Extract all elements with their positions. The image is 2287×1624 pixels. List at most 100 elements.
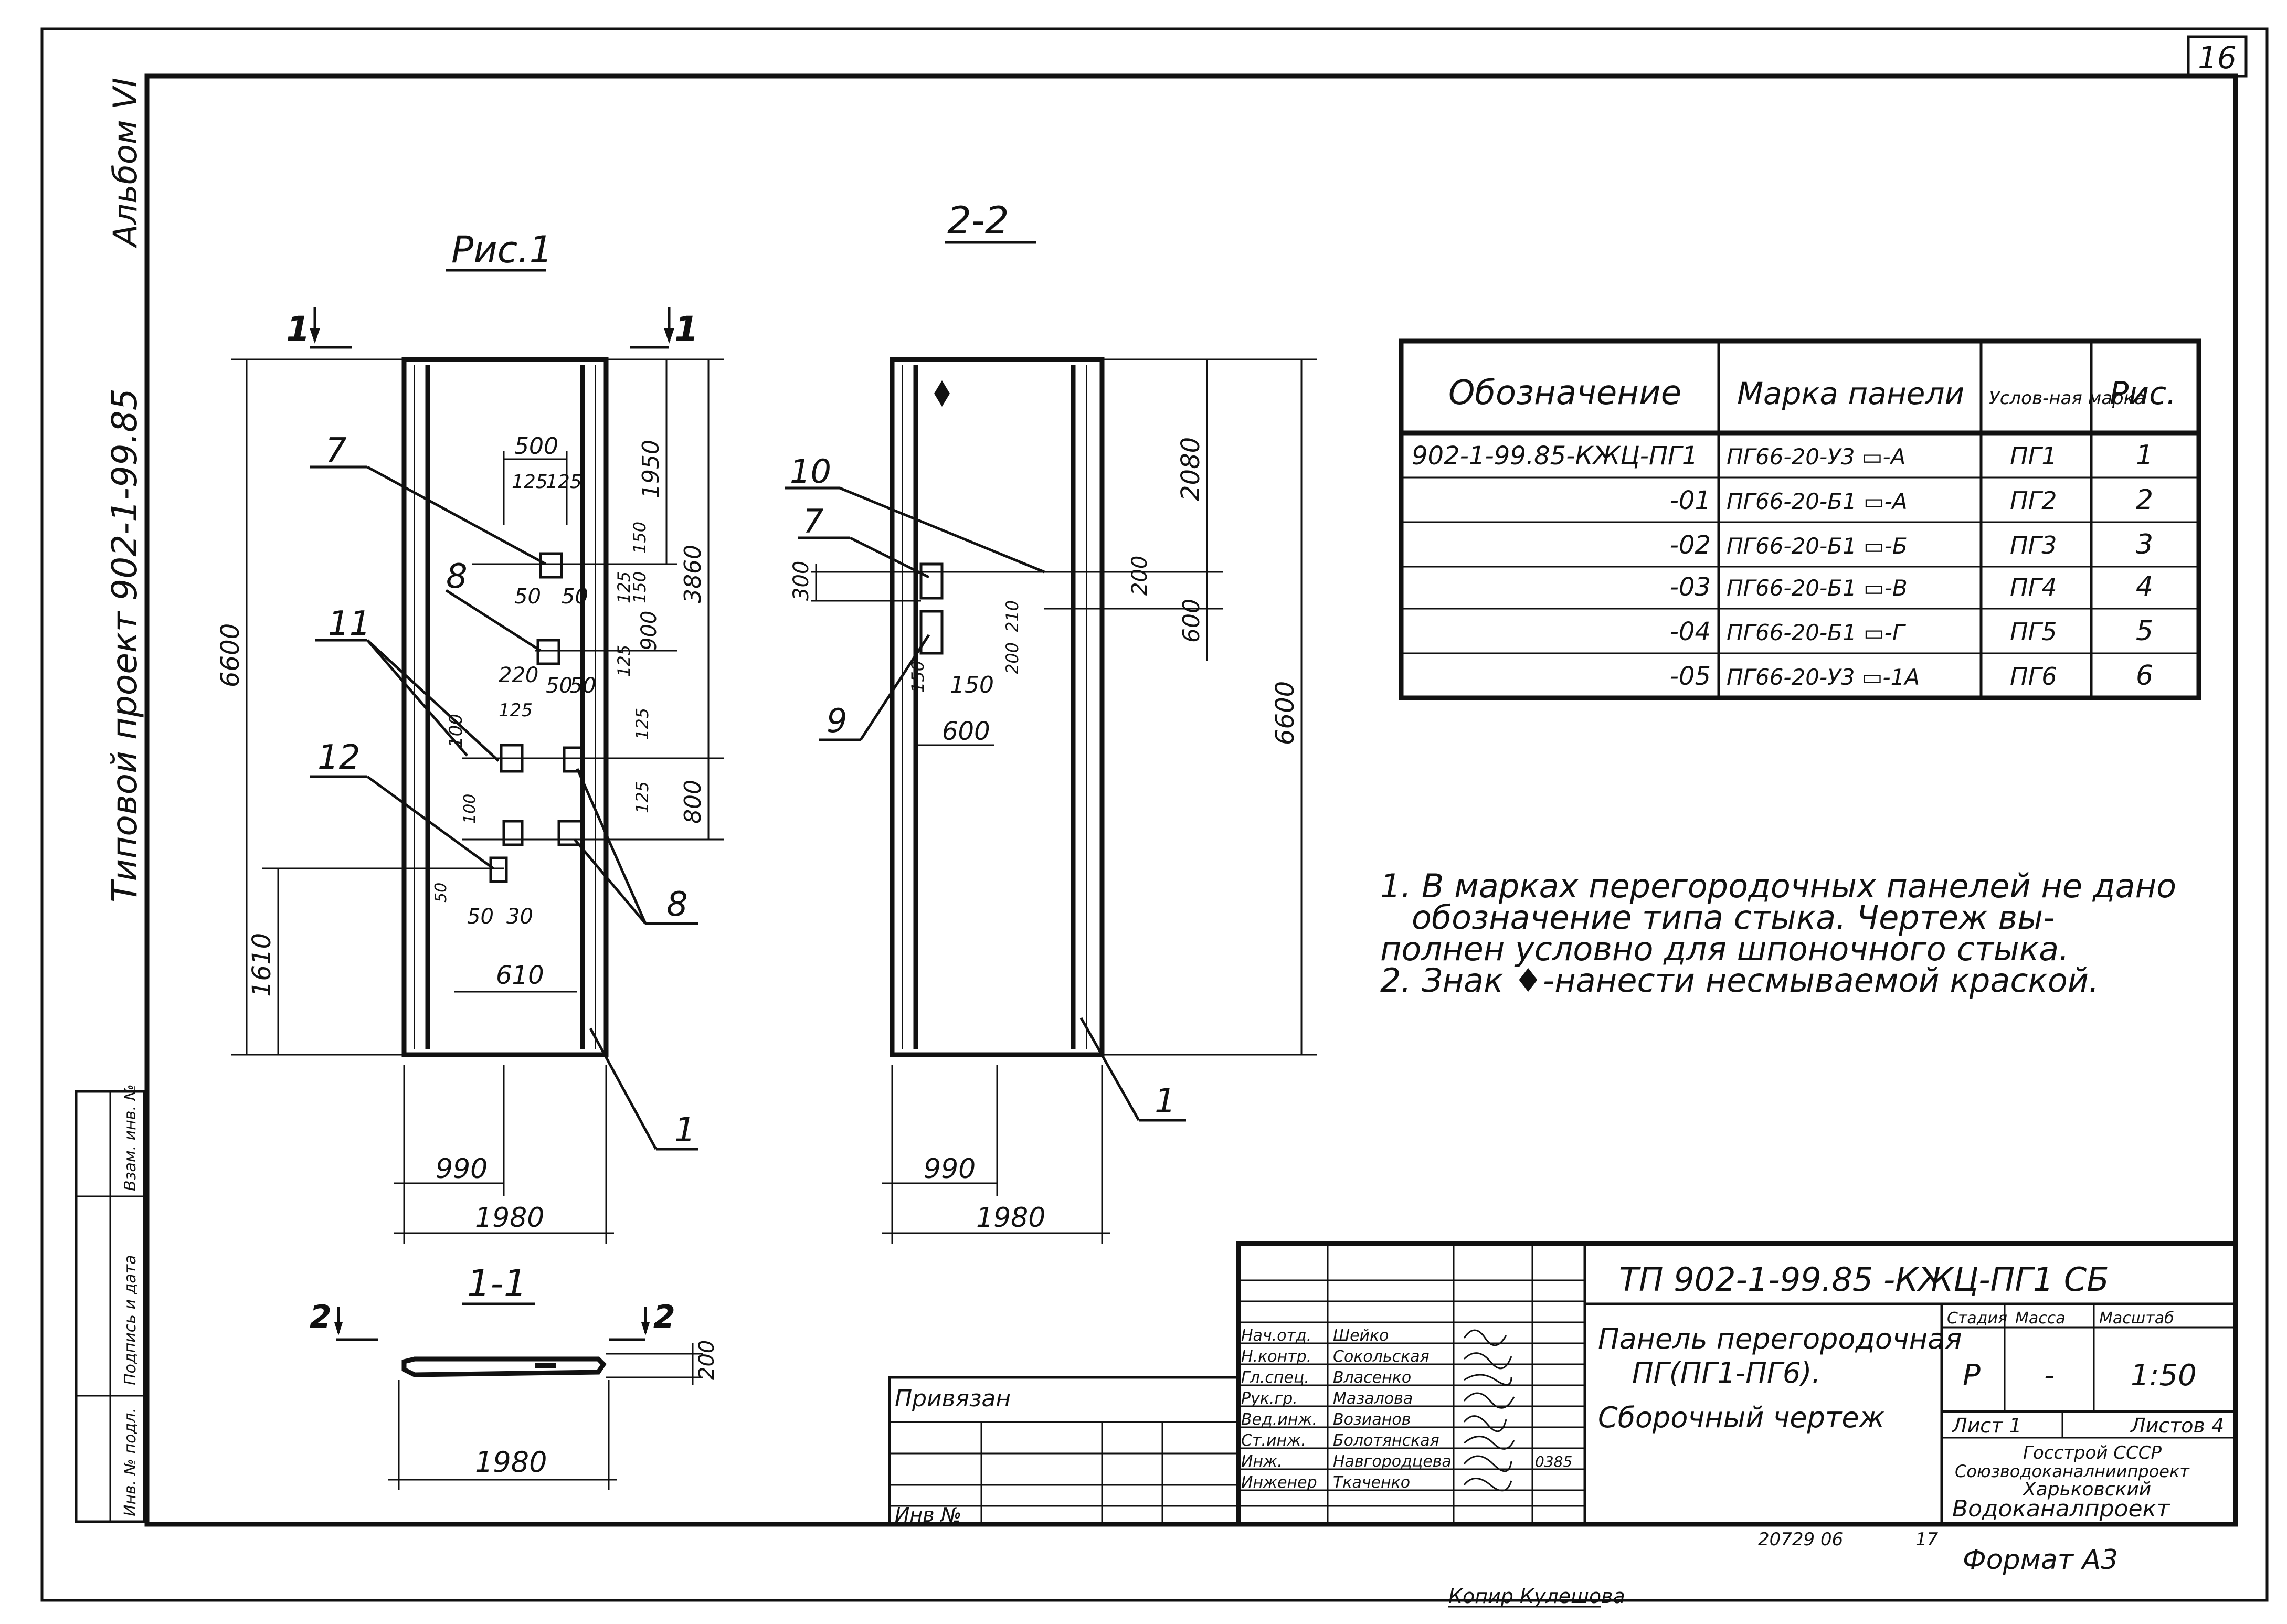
stage-value: Р	[1963, 1358, 1981, 1393]
org-line-2: Союзводоканалниипроект	[1955, 1461, 2190, 1481]
notes: 1. В марках перегородочных панелей не да…	[1380, 867, 2176, 1000]
fig22-dim-600: 600	[1178, 599, 1205, 643]
fig1-dim-125a: 125	[512, 471, 548, 493]
name-8: Ткаченко	[1333, 1473, 1410, 1492]
fig22-dim-990: 990	[924, 1153, 976, 1185]
note-line-2: обозначение типа стыка. Чертеж вы-	[1412, 898, 2055, 937]
fig1-panel-outline	[401, 357, 609, 1057]
fig11-mark-left: 2	[310, 1299, 332, 1335]
svg-text:6: 6	[2136, 660, 2153, 692]
svg-text:3: 3	[2136, 529, 2153, 560]
stage-head: Стадия	[1947, 1309, 2007, 1328]
fig22-dim-600w: 600	[942, 717, 990, 746]
name-2: Сокольская	[1333, 1347, 1430, 1366]
role-5: Вед.инж.	[1241, 1410, 1317, 1429]
svg-text:5: 5	[2136, 615, 2153, 647]
spec-header-conditional-mark: Услов-ная марка	[1989, 388, 2145, 409]
fig1-dim-50d: 50	[569, 674, 596, 698]
fig11-mark-right: 2	[653, 1299, 675, 1335]
fig22-dim-2080: 2080	[1176, 437, 1205, 501]
fig1-dim-220: 220	[499, 663, 538, 687]
format-label: Формат А3	[1963, 1544, 2118, 1576]
fig1-dim-50f: 50	[467, 905, 494, 929]
fig1-section-left: 1	[286, 309, 310, 349]
svg-text:ПГ3: ПГ3	[2010, 531, 2057, 559]
spec-row: -04 ПГ66-20-Б1 ▭-Г ПГ5 5	[1670, 615, 2154, 647]
fig1-dim-125c: 125	[614, 571, 634, 603]
fig1-dim-1950: 1950	[638, 440, 664, 498]
svg-text:ПГ2: ПГ2	[2010, 486, 2057, 515]
mass-value: -	[2044, 1358, 2055, 1393]
order-number: 20729 06	[1758, 1529, 1843, 1550]
fig1-dim-800: 800	[680, 780, 706, 824]
spec-row: -03 ПГ66-20-Б1 ▭-В ПГ4 4	[1670, 571, 2154, 602]
fig22-dim-200b: 200	[1002, 642, 1022, 674]
svg-text:-01: -01	[1670, 486, 1711, 515]
name-4: Мазалова	[1333, 1389, 1413, 1408]
stamp-cell-signature: Подпись и дата	[121, 1255, 140, 1386]
fig1-dim-125f: 125	[632, 708, 652, 740]
fig22-dim-1980: 1980	[976, 1202, 1045, 1234]
fig1-dim-900: 900	[637, 611, 661, 651]
spec-row: 902-1-99.85-КЖЦ-ПГ1 ПГ66-20-У3 ▭-А ПГ1 1	[1412, 440, 2153, 471]
fig1-callout-12: 12	[317, 738, 360, 777]
fig1-dim-500: 500	[514, 433, 558, 460]
fig1-dim-50b: 50	[562, 585, 588, 609]
svg-text:ПГ66-20-У3 ▭-1А: ПГ66-20-У3 ▭-1А	[1727, 664, 1920, 690]
sheet-small-number: 17	[1915, 1529, 1939, 1550]
figure-1-1: 1-1 2 2 200 1980	[310, 1262, 719, 1490]
fig1-dim-610: 610	[496, 961, 544, 990]
fig1-callout-8-top: 8	[446, 557, 468, 596]
role-3: Гл.спец.	[1241, 1368, 1309, 1387]
sheet-label: Лист 1	[1951, 1414, 2022, 1437]
svg-text:ПГ6: ПГ6	[2010, 662, 2057, 691]
org-line-1: Госстрой СССР	[2023, 1442, 2162, 1463]
fig22-panel-outline	[890, 357, 1105, 1057]
signature-2	[1463, 1352, 1512, 1370]
spec-table: Обозначение Марка панели Услов-ная марка…	[1399, 338, 2201, 700]
fig1-callout-1: 1	[674, 1111, 696, 1150]
figure-2-2: 2-2 2080 600 200 6600 300 210 200 150 15…	[785, 198, 1317, 1244]
fig22-dim-210: 210	[1002, 600, 1022, 632]
spec-header-designation: Обозначение	[1448, 374, 1681, 412]
scale-value: 1:50	[2131, 1358, 2197, 1393]
fig1-dim-1980: 1980	[475, 1202, 544, 1234]
fig1-callout-7: 7	[325, 431, 347, 470]
bound-label: Привязан	[895, 1385, 1011, 1412]
svg-text:-04: -04	[1670, 617, 1711, 646]
spec-row: -05 ПГ66-20-У3 ▭-1А ПГ6 6	[1670, 660, 2154, 692]
copied-by: Копир Кулешова	[1448, 1585, 1625, 1608]
fig1-callout-8-bottom: 8	[666, 885, 688, 924]
svg-text:4: 4	[2136, 571, 2153, 602]
role-1: Нач.отд.	[1241, 1326, 1311, 1345]
svg-text:ПГ66-20-Б1 ▭-Г: ПГ66-20-Б1 ▭-Г	[1727, 620, 1907, 645]
note-line-4: 2. Знак ♦-нанести несмываемой краской.	[1380, 961, 2099, 1000]
fig22-dim-6600: 6600	[1270, 681, 1300, 745]
fig11-dim-1980: 1980	[475, 1446, 547, 1479]
fig11-dim-200: 200	[695, 1340, 719, 1380]
name-1: Шейко	[1333, 1326, 1389, 1345]
doc-code: ТП 902-1-99.85 -КЖЦ-ПГ1 СБ	[1619, 1260, 2109, 1299]
note-line-1: 1. В марках перегородочных панелей не да…	[1380, 867, 2176, 905]
svg-text:-02: -02	[1670, 530, 1711, 560]
fig11-title: 1-1	[467, 1262, 527, 1305]
sheet-number-box	[2187, 35, 2248, 78]
svg-text:ПГ66-20-Б1 ▭-В: ПГ66-20-Б1 ▭-В	[1727, 575, 1908, 601]
fig22-dim-150b: 150	[950, 672, 994, 698]
role-7: Инж.	[1241, 1452, 1283, 1471]
signature-4	[1463, 1392, 1515, 1409]
fig22-dim-200: 200	[1128, 556, 1152, 596]
role-8: Инженер	[1241, 1473, 1317, 1492]
side-album-text: Альбом VI	[106, 78, 144, 249]
fig22-title: 2-2	[947, 198, 1009, 242]
sheets-label: Листов 4	[2130, 1414, 2224, 1437]
name-5: Возианов	[1333, 1410, 1411, 1429]
signature-7	[1463, 1455, 1512, 1472]
svg-text:-05: -05	[1670, 662, 1711, 691]
fig1-dim-125b: 125	[546, 471, 582, 493]
org-line-3: Харьковский	[2022, 1479, 2151, 1500]
figure-1: Рис.1 1 1 660	[216, 228, 724, 1244]
inv-label: Инв №	[895, 1503, 961, 1526]
fig1-dim-50e: 50	[432, 883, 450, 903]
